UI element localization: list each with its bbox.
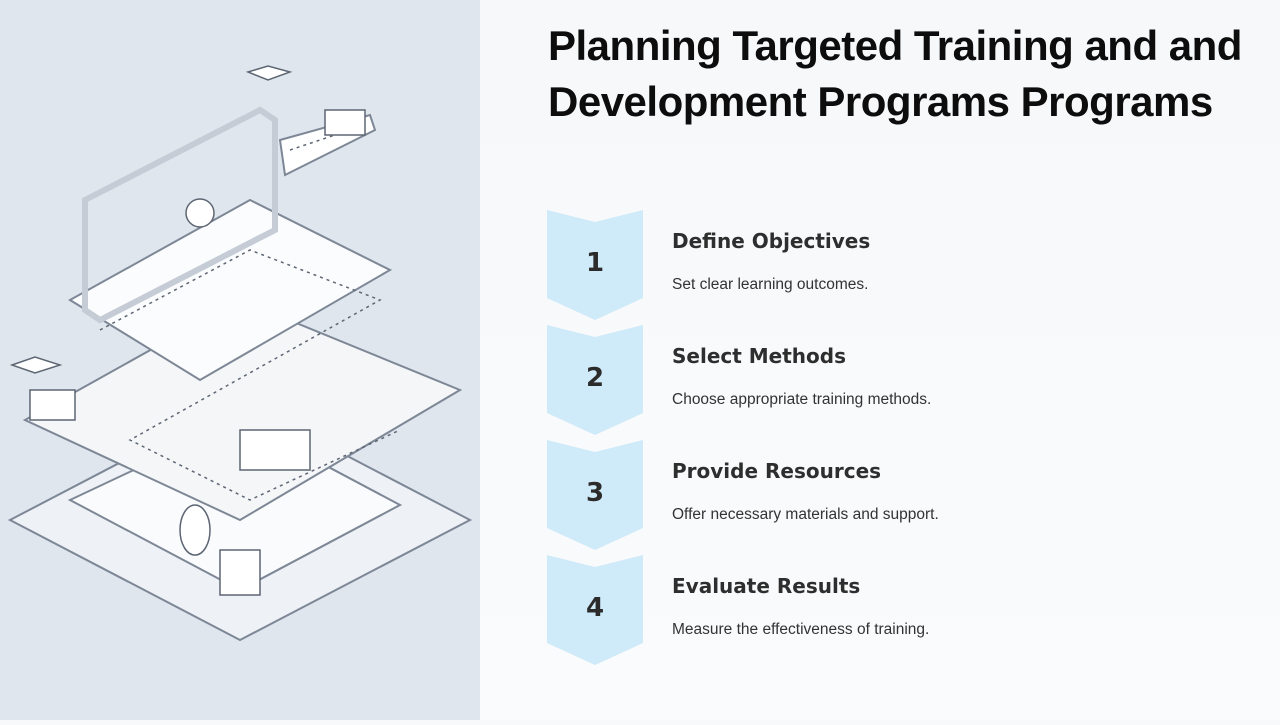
step-1-chevron — [547, 210, 643, 320]
step-2-chevron — [547, 325, 643, 435]
step-4-chevron — [547, 555, 643, 665]
step-1-number: 1 — [585, 248, 605, 278]
slide-title: Planning Targeted Training and and Devel… — [548, 22, 1242, 125]
step-1-heading: Define Objectives — [672, 229, 871, 253]
step-1-description: Set clear learning outcomes. — [672, 276, 869, 293]
step-3-number: 3 — [585, 478, 605, 508]
step-2-number: 2 — [585, 363, 605, 393]
step-2-heading: Select Methods — [672, 344, 846, 368]
step-3-chevron — [547, 440, 643, 550]
step-2-description: Choose appropriate training methods. — [672, 391, 932, 408]
step-4-description: Measure the effectiveness of training. — [672, 621, 930, 638]
step-4-number: 4 — [585, 593, 605, 623]
step-3-heading: Provide Resources — [672, 459, 882, 483]
step-4-heading: Evaluate Results — [672, 574, 861, 598]
step-3-description: Offer necessary materials and support. — [672, 506, 939, 523]
illustration-panel — [0, 0, 480, 720]
isometric-path-illustration — [7, 65, 473, 642]
